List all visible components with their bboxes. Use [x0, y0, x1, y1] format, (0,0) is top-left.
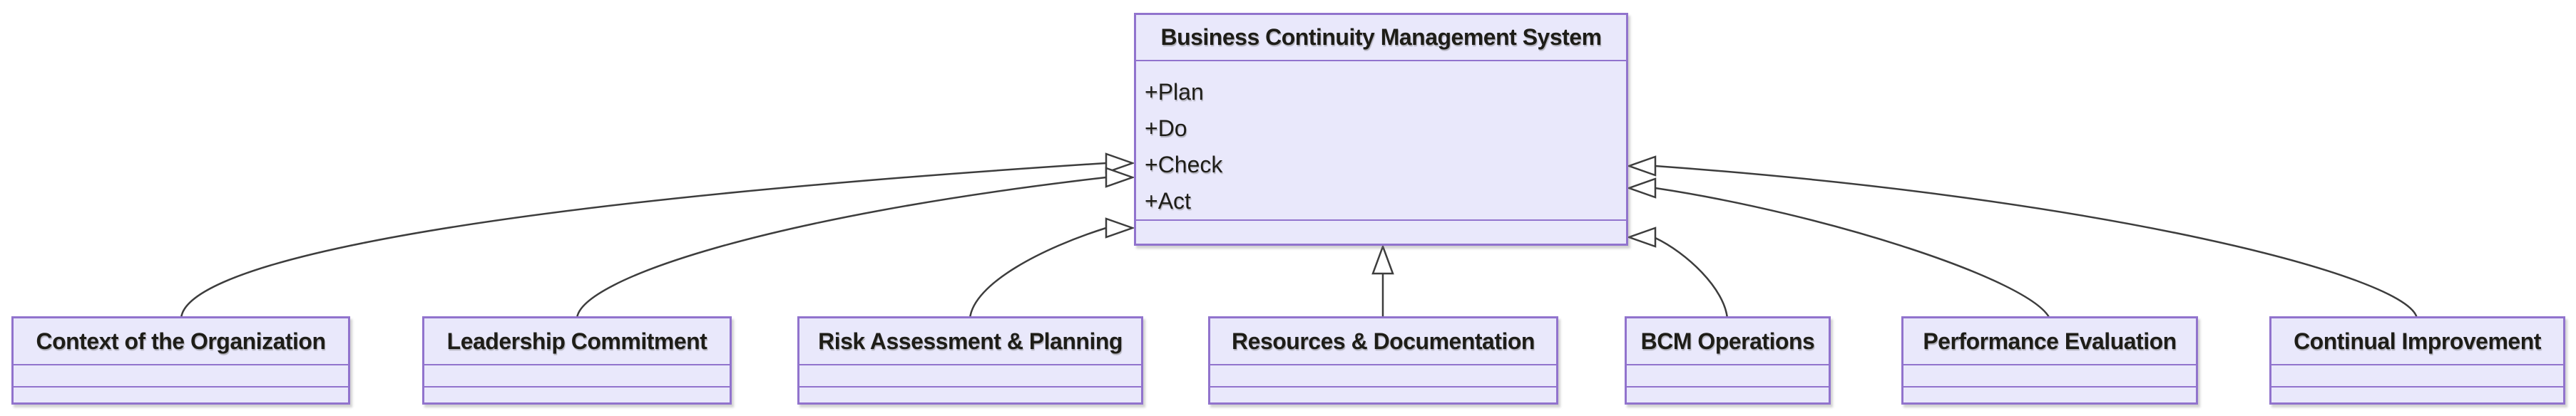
edge-performance-to-bcms — [1655, 187, 2051, 319]
generalization-arrowhead — [1105, 152, 1135, 174]
generalization-arrowhead — [1626, 227, 1657, 248]
class-context-of-the-organization: Context of the Organization — [11, 316, 350, 405]
class-title: Context of the Organization — [14, 318, 348, 365]
class-title: Resources & Documentation — [1210, 318, 1556, 365]
edge-bcm-operations-to-bcms — [1655, 236, 1729, 319]
class-risk-assessment-planning: Risk Assessment & Planning — [797, 316, 1143, 405]
class-attributes-compartment-empty — [799, 365, 1141, 388]
class-business-continuity-management-system: Business Continuity Management System +P… — [1134, 13, 1628, 246]
edge-continual-to-bcms — [1655, 165, 2418, 319]
generalization-arrowhead — [1626, 155, 1657, 177]
class-title: Leadership Commitment — [424, 318, 730, 365]
class-title: Business Continuity Management System — [1136, 15, 1626, 61]
generalization-arrowhead — [1371, 244, 1394, 275]
class-title: Risk Assessment & Planning — [799, 318, 1141, 365]
edge-risk-to-bcms — [968, 227, 1107, 319]
class-attributes-compartment-empty — [424, 365, 730, 388]
class-attributes-compartment: +Plan +Do +Check +Act — [1136, 61, 1626, 221]
class-methods-compartment-empty — [799, 388, 1141, 402]
class-leadership-commitment: Leadership Commitment — [422, 316, 732, 405]
class-continual-improvement: Continual Improvement — [2269, 316, 2565, 405]
class-attributes-compartment-empty — [1627, 365, 1829, 388]
class-title: Continual Improvement — [2271, 318, 2563, 365]
attribute-check: +Check — [1145, 152, 1223, 177]
generalization-arrowhead — [1626, 177, 1657, 199]
class-resources-documentation: Resources & Documentation — [1208, 316, 1558, 405]
class-attributes-compartment-empty — [2271, 365, 2563, 388]
generalization-arrowhead — [1105, 217, 1135, 239]
attribute-plan: +Plan — [1145, 79, 1204, 105]
class-methods-compartment-empty — [14, 388, 348, 402]
class-performance-evaluation: Performance Evaluation — [1901, 316, 2198, 405]
generalization-arrowhead — [1105, 167, 1135, 188]
class-attributes-compartment-empty — [1903, 365, 2196, 388]
edge-context-to-bcms — [180, 162, 1107, 319]
class-attributes-compartment-empty — [1210, 365, 1556, 388]
class-methods-compartment-empty — [1627, 388, 1829, 402]
class-bcm-operations: BCM Operations — [1625, 316, 1831, 405]
attribute-do: +Do — [1145, 115, 1187, 141]
class-methods-compartment-empty — [1136, 221, 1626, 244]
class-title: Performance Evaluation — [1903, 318, 2196, 365]
class-methods-compartment-empty — [1210, 388, 1556, 402]
class-methods-compartment-empty — [1903, 388, 2196, 402]
class-title: BCM Operations — [1627, 318, 1829, 365]
class-methods-compartment-empty — [2271, 388, 2563, 402]
class-methods-compartment-empty — [424, 388, 730, 402]
edge-leadership-to-bcms — [576, 176, 1107, 319]
class-attributes-compartment-empty — [14, 365, 348, 388]
attribute-act: +Act — [1145, 188, 1191, 214]
